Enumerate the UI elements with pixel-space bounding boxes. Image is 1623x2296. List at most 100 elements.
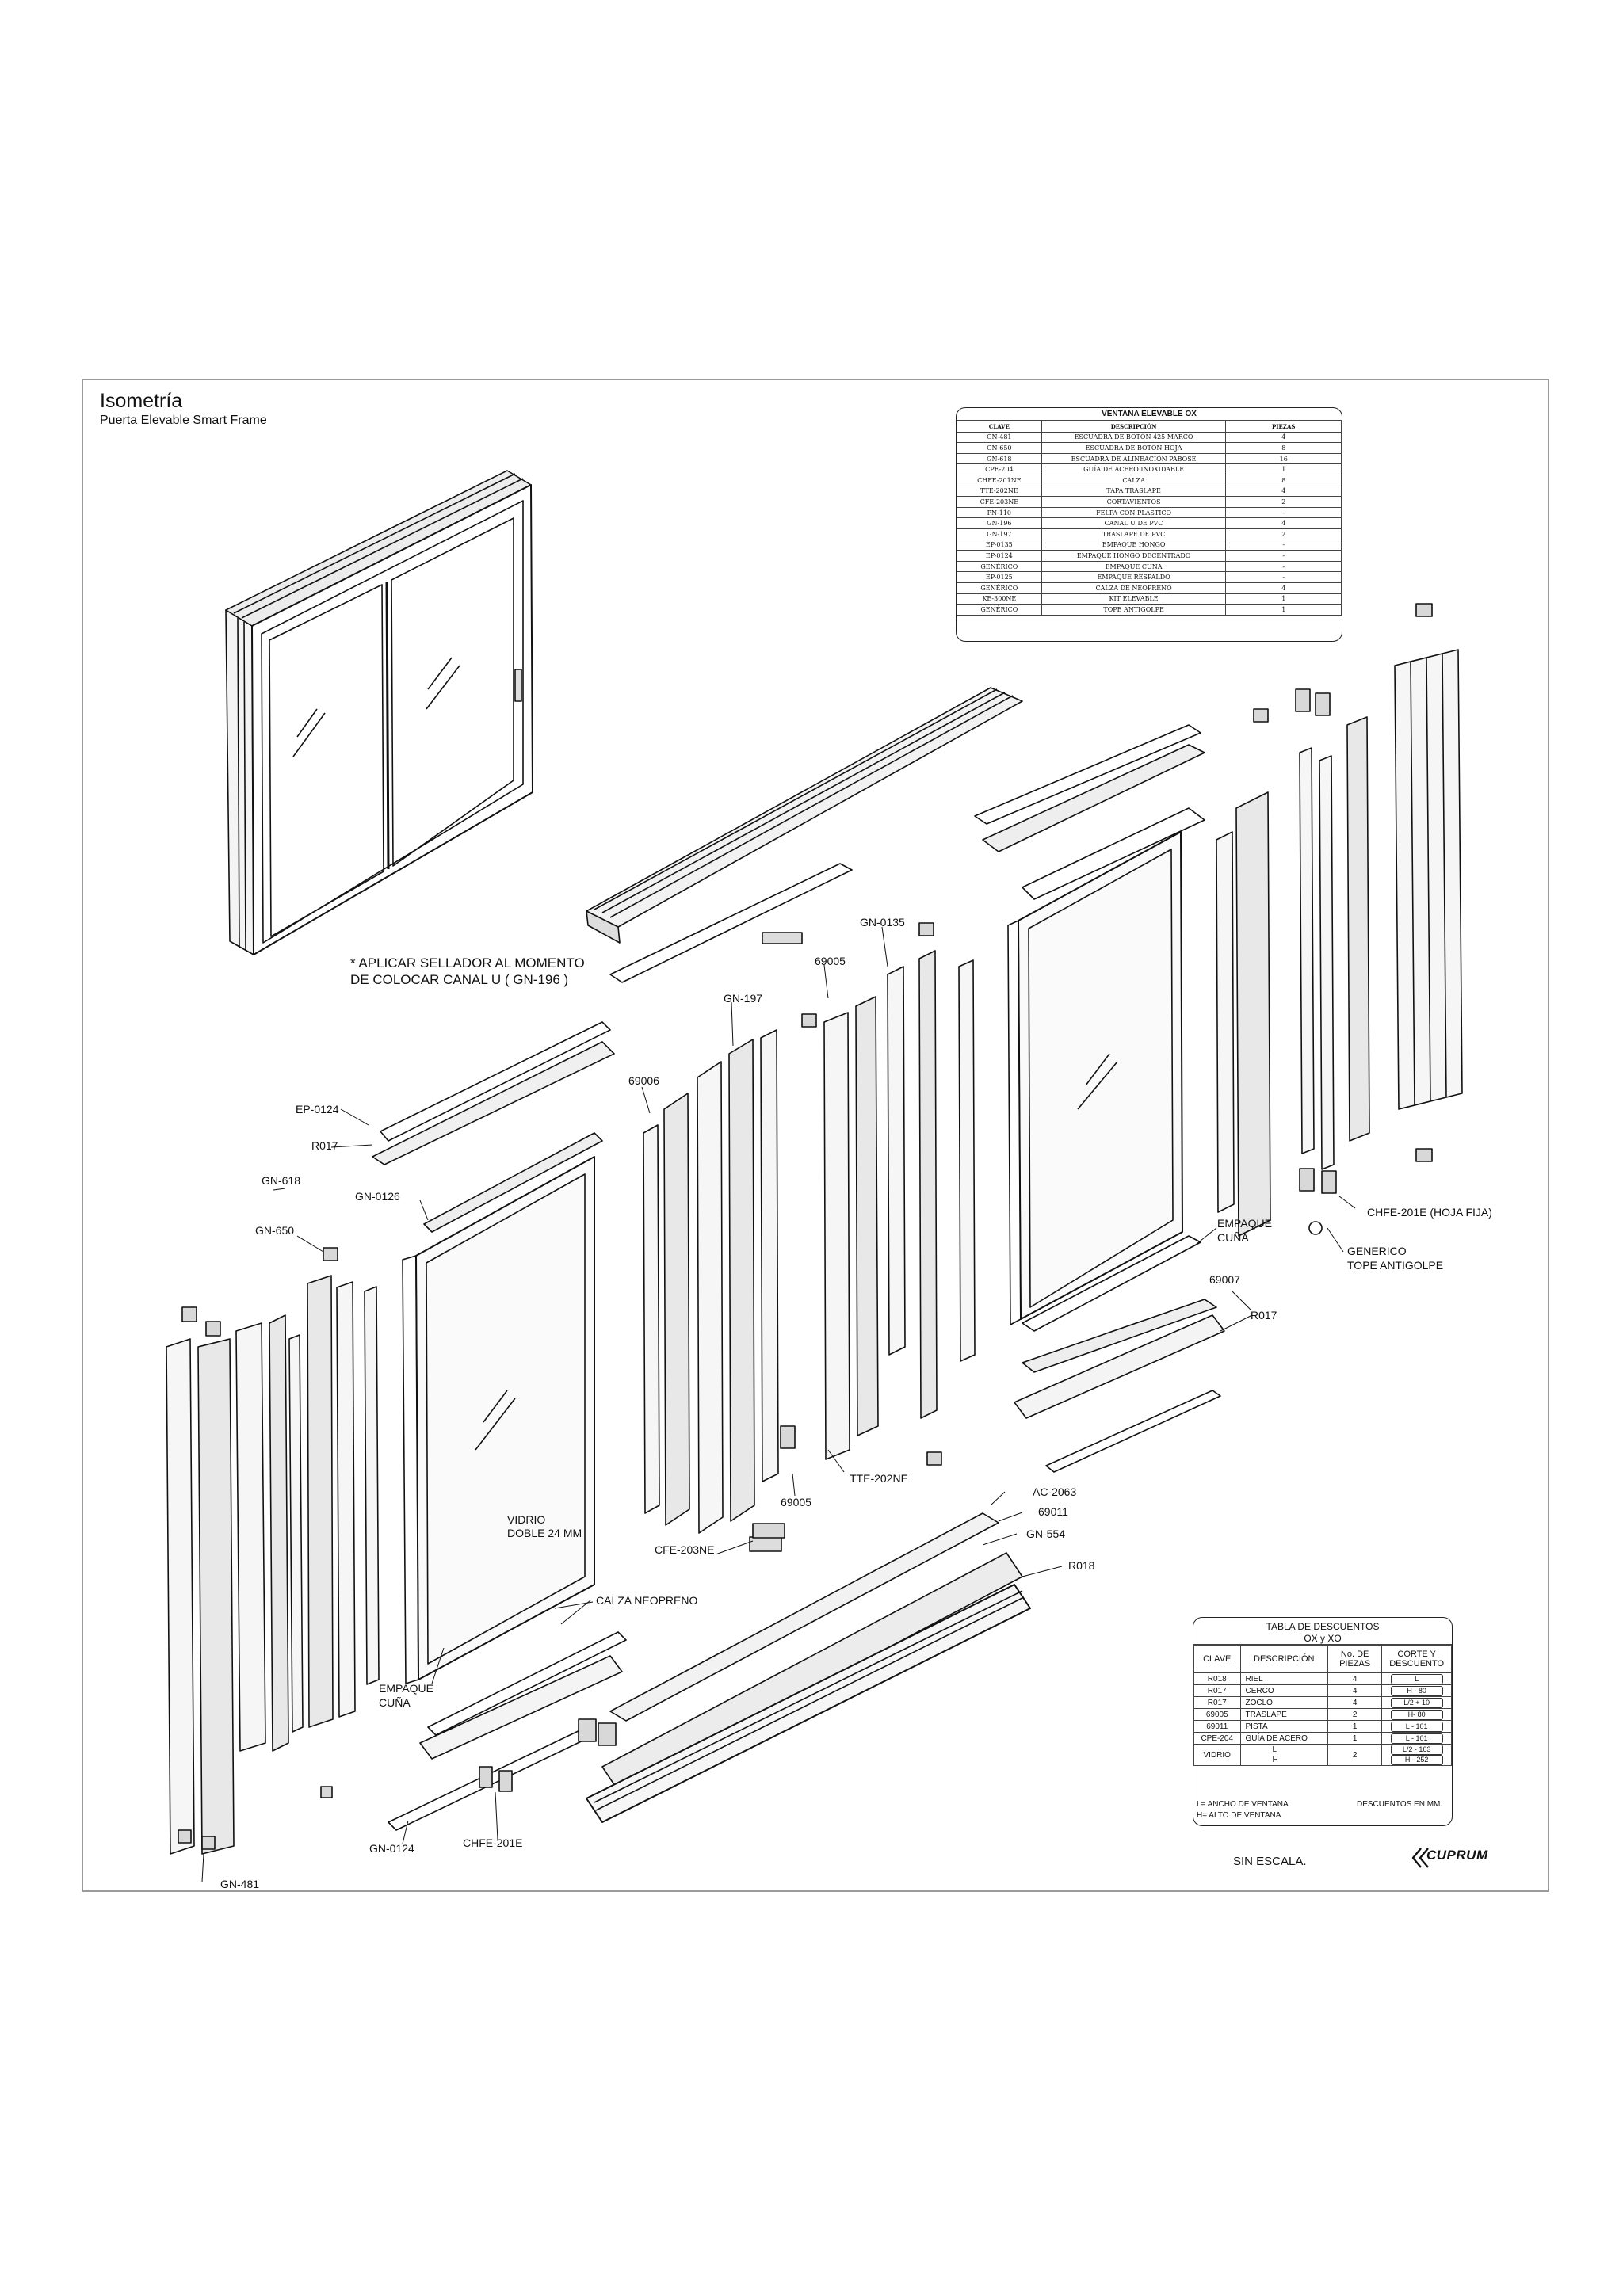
parts-cell-piezas: - <box>1225 539 1342 551</box>
parts-cell-clave: PN-110 <box>957 506 1042 519</box>
parts-cell-piezas: 4 <box>1225 517 1342 529</box>
label-vidrio-line2: DOBLE 24 MM <box>507 1527 582 1539</box>
discount-vidrio-piezas: 2 <box>1327 1744 1383 1766</box>
parts-cell-descripcion: EMPAQUE HONGO DECENTRADO <box>1041 550 1227 562</box>
discount-footnote-l: L= ANCHO DE VENTANA <box>1197 1800 1289 1809</box>
leader-lines <box>201 926 1356 1882</box>
discount-cell-corte: L - 101 <box>1381 1720 1452 1733</box>
parts-header-clave: CLAVE <box>957 421 1042 433</box>
drawing-subtitle: Puerta Elevable Smart Frame <box>100 414 267 427</box>
discount-cell-clave: R017 <box>1193 1696 1241 1709</box>
parts-cell-descripcion: TRASLAPE DE PVC <box>1041 528 1227 540</box>
parts-cell-piezas: - <box>1225 560 1342 573</box>
parts-cell-clave: EP-0135 <box>957 539 1042 551</box>
parts-table-header-row: CLAVE DESCRIPCIÓN PIEZAS <box>957 421 1342 433</box>
parts-cell-descripcion: CANAL U DE PVC <box>1041 517 1227 529</box>
parts-cell-piezas: 2 <box>1225 528 1342 540</box>
discount-header-descripcion: DESCRIPCIÓN <box>1239 1645 1328 1673</box>
label-generico-line1: GENERICO <box>1347 1245 1407 1257</box>
label-empaque-cuna-right: EMPAQUE CUÑA <box>1217 1216 1272 1245</box>
discount-table: TABLA DE DESCUENTOS OX y XO CLAVE DESCRI… <box>1193 1617 1453 1826</box>
parts-cell-descripcion: CALZA <box>1041 474 1227 486</box>
parts-cell-descripcion: ESCUADRA DE BOTÓN 425 MARCO <box>1041 431 1227 444</box>
parts-cell-clave: GENÉRICO <box>957 582 1042 594</box>
label-empaque-cuna-left: EMPAQUE CUÑA <box>379 1681 433 1710</box>
parts-cell-descripcion: TAPA TRASLAPE <box>1041 485 1227 498</box>
cut-value-box: L <box>1390 1673 1443 1684</box>
label-generico-tope: GENERICO TOPE ANTIGOLPE <box>1347 1244 1443 1272</box>
label-cfe203ne: CFE-203NE <box>655 1543 715 1556</box>
parts-cell-descripcion: FELPA CON PLÁSTICO <box>1041 506 1227 519</box>
label-gn650: GN-650 <box>255 1224 295 1237</box>
discount-cell-piezas: 2 <box>1327 1708 1383 1721</box>
cut-value-box: L - 101 <box>1390 1733 1443 1744</box>
hardware-pieces <box>178 603 1433 1850</box>
left-jamb-profiles <box>166 1275 380 1855</box>
label-69007: 69007 <box>1209 1273 1240 1286</box>
cut-value-box: H - 80 <box>1390 1685 1443 1696</box>
parts-cell-clave: CHFE-201NE <box>957 474 1042 486</box>
parts-cell-clave: GN-197 <box>957 528 1042 540</box>
right-jamb-profiles <box>1216 649 1463 1237</box>
parts-cell-clave: GN-196 <box>957 517 1042 529</box>
discount-header-corte: CORTE Y DESCUENTO <box>1381 1645 1452 1673</box>
parts-cell-descripcion: EMPAQUE RESPALDO <box>1041 571 1227 583</box>
discount-vidrio-clave: VIDRIO <box>1193 1744 1241 1766</box>
label-gn0124-bottom: GN-0124 <box>369 1842 414 1855</box>
label-empaque-cuna-left-line2: CUÑA <box>379 1696 411 1709</box>
parts-cell-piezas: - <box>1225 506 1342 519</box>
parts-cell-clave: GENÉRICO <box>957 560 1042 573</box>
bottom-track-profile <box>586 1512 1031 1823</box>
discount-title-line2: OX y XO <box>1304 1633 1342 1644</box>
parts-cell-descripcion: CORTAVIENTOS <box>1041 496 1227 508</box>
discount-cell-clave: 69011 <box>1193 1720 1241 1733</box>
parts-cell-piezas: 2 <box>1225 496 1342 508</box>
discount-footnote-h: H= ALTO DE VENTANA <box>1197 1811 1281 1820</box>
discount-cell-clave: R018 <box>1193 1672 1241 1685</box>
scale-note: SIN ESCALA. <box>1233 1855 1307 1868</box>
note-line-2: DE COLOCAR CANAL U ( GN-196 ) <box>350 972 569 987</box>
discount-cell-corte: L/2 + 10 <box>1381 1696 1452 1709</box>
discount-header-clave: CLAVE <box>1193 1645 1241 1673</box>
label-tte202ne: TTE-202NE <box>850 1472 908 1485</box>
label-gn0135: GN-0135 <box>860 916 905 929</box>
parts-cell-descripcion: CALZA DE NEOPRENO <box>1041 582 1227 594</box>
discount-cell-clave: 69005 <box>1193 1708 1241 1721</box>
parts-cell-piezas: 4 <box>1225 485 1342 498</box>
discount-cell-corte: L - 101 <box>1381 1732 1452 1745</box>
discount-cell-piezas: 4 <box>1327 1696 1383 1709</box>
parts-cell-descripcion: ESCUADRA DE BOTÓN HOJA <box>1041 442 1227 454</box>
parts-cell-clave: CFE-203NE <box>957 496 1042 508</box>
label-r018: R018 <box>1068 1559 1095 1572</box>
parts-cell-descripcion: EMPAQUE CUÑA <box>1041 560 1227 573</box>
discount-vidrio-row: VIDRIO L H 2 L/2 - 163 H - 252 <box>1193 1744 1452 1766</box>
brand-logo: CUPRUM <box>1426 1848 1488 1863</box>
parts-cell-clave: GN-650 <box>957 442 1042 454</box>
label-gn481: GN-481 <box>220 1878 260 1890</box>
parts-table-title: VENTANA ELEVABLE OX <box>957 408 1342 421</box>
label-vidrio-line1: VIDRIO <box>507 1513 546 1526</box>
right-sash-glass-panel <box>1007 831 1201 1332</box>
label-69006: 69006 <box>628 1074 659 1087</box>
parts-header-descripcion: DESCRIPCIÓN <box>1041 421 1227 433</box>
discount-vidrio-h: H <box>1272 1756 1278 1764</box>
discount-header-row: CLAVE DESCRIPCIÓN No. DE PIEZAS CORTE Y … <box>1193 1645 1452 1673</box>
cut-value-box: L/2 - 163 <box>1390 1745 1443 1755</box>
label-gn0126: GN-0126 <box>355 1190 400 1203</box>
label-generico-line2: TOPE ANTIGOLPE <box>1347 1259 1444 1272</box>
label-69011: 69011 <box>1038 1505 1068 1518</box>
discount-cell-piezas: 1 <box>1327 1732 1383 1745</box>
